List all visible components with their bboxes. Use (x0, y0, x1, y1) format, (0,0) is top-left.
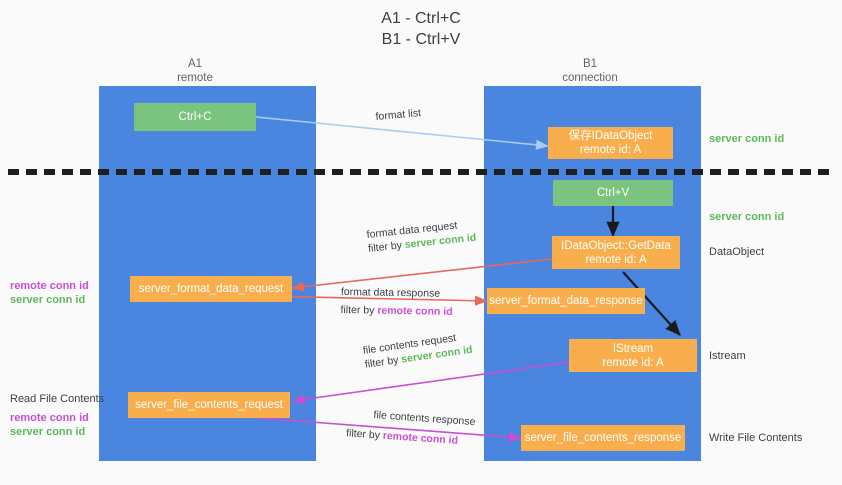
diagram-title: A1 - Ctrl+C B1 - Ctrl+V (0, 8, 842, 50)
note-server-conn-id-mid: server conn id (709, 211, 785, 223)
note-stack-file-contents: remote conn id server conn id (10, 411, 89, 439)
box-ctrl-v-label: Ctrl+V (596, 187, 630, 199)
title-line-2: B1 - Ctrl+V (381, 31, 461, 48)
note-remote-conn-id-2: remote conn id (10, 412, 89, 424)
filter-prefix: filter by (364, 353, 403, 371)
note-server-conn-id-top: server conn id (709, 133, 785, 145)
filter-value-remote-conn-id: remote conn id (382, 429, 459, 447)
box-server-file-contents-request-label: server_file_contents_request (135, 399, 283, 411)
box-idataobject-getdata-line2: remote id: A (585, 253, 647, 266)
edge-label-format-data-response-line1: format data response (340, 285, 441, 300)
box-ctrl-v[interactable]: Ctrl+V (553, 180, 673, 206)
box-ctrl-c-label: Ctrl+C (178, 111, 212, 123)
box-idataobject-getdata-line1: IDataObject::GetData (561, 239, 671, 252)
box-server-format-data-response[interactable]: server_format_data_response (487, 288, 645, 314)
title-line-1: A1 - Ctrl+C (381, 10, 461, 27)
box-istream-line2: remote id: A (602, 356, 664, 369)
edge-label-format-list-text: format list (375, 107, 422, 123)
edge-label-file-contents-response-line1: file contents response (373, 408, 476, 429)
note-istream: Istream (709, 350, 746, 362)
box-idataobject-getdata[interactable]: IDataObject::GetData remote id: A (552, 236, 680, 269)
box-istream-line1: IStream (612, 342, 654, 355)
lane-b1-sub: connection (562, 72, 618, 84)
note-dataobject: DataObject (709, 246, 765, 258)
note-remote-conn-id-1: remote conn id (10, 280, 89, 292)
box-save-idataobject-line1: 保存IDataObject (568, 130, 653, 142)
box-server-format-data-request-label: server_format_data_request (138, 283, 284, 295)
edge-label-format-data-response: format data response filter by remote co… (340, 285, 453, 319)
filter-prefix: filter by (345, 427, 384, 442)
edge-label-format-list: format list (375, 106, 422, 124)
box-ctrl-c[interactable]: Ctrl+C (134, 103, 256, 131)
note-server-conn-id-2: server conn id (10, 426, 86, 438)
box-server-file-contents-response-label: server_file_contents_response (524, 432, 682, 444)
note-write-file-contents: Write File Contents (709, 432, 803, 444)
box-istream[interactable]: IStream remote id: A (569, 339, 697, 372)
note-read-file-contents: Read File Contents (10, 393, 105, 405)
box-server-format-data-request[interactable]: server_format_data_request (130, 276, 292, 302)
filter-prefix: filter by (340, 303, 378, 317)
lane-a1-name: A1 (187, 58, 203, 70)
lane-a1-sub: remote (177, 72, 213, 84)
lane-b1-name: B1 (582, 58, 598, 70)
filter-value-remote-conn-id: remote conn id (377, 304, 453, 318)
edge-label-format-data-request: format data request filter by server con… (366, 217, 477, 256)
box-server-file-contents-request[interactable]: server_file_contents_request (128, 392, 290, 418)
edge-label-file-contents-request: file contents request filter by server c… (362, 329, 473, 372)
box-save-idataobject-line2: remote id: A (579, 144, 642, 156)
box-server-format-data-response-label: server_format_data_response (489, 295, 643, 307)
edge-label-file-contents-response: file contents response filter by remote … (346, 408, 476, 449)
lane-header-b1: B1 connection (505, 57, 675, 85)
box-save-idataobject[interactable]: 保存IDataObject remote id: A (548, 127, 673, 159)
edge-label-format-data-response-line2: filter by remote conn id (340, 303, 452, 319)
note-stack-format-data: remote conn id server conn id (10, 279, 89, 307)
note-server-conn-id-1: server conn id (10, 294, 86, 306)
box-server-file-contents-response[interactable]: server_file_contents_response (521, 425, 685, 451)
filter-prefix: filter by (367, 239, 406, 255)
edge-label-file-contents-response-line2: filter by remote conn id (346, 426, 475, 449)
lane-header-a1: A1 remote (110, 57, 280, 85)
